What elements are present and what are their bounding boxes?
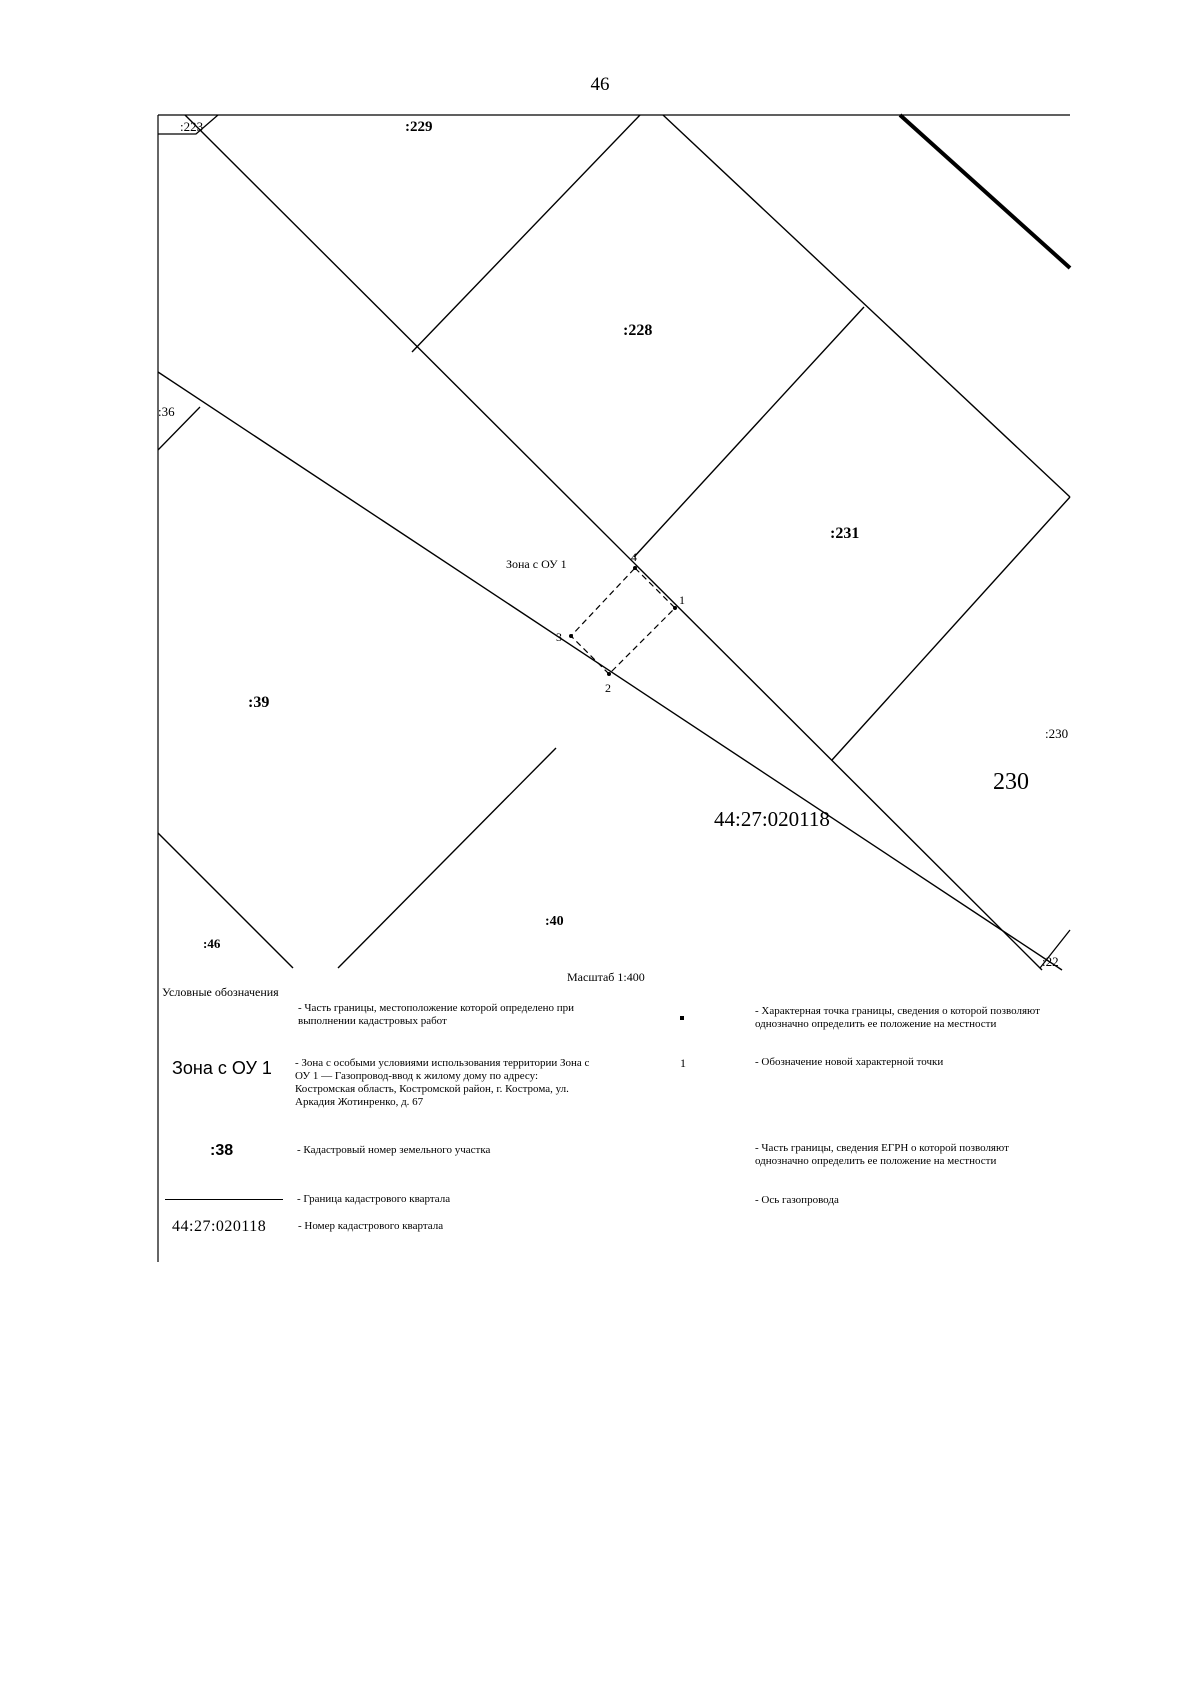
boundary-40-left xyxy=(337,747,557,969)
boundary-228-left xyxy=(411,114,641,353)
point-marker-4 xyxy=(633,566,637,570)
point-marker-1 xyxy=(673,606,677,610)
parcel-label-228: :228 xyxy=(623,322,652,339)
legend-text-boundary-defined: - Часть границы, местоположение которой … xyxy=(298,1002,575,1027)
parcel-label-230-big: 230 xyxy=(993,769,1029,795)
quarter-number-label: 44:27:020118 xyxy=(714,807,830,831)
legend-symbol-new-point: 1 xyxy=(680,1056,686,1070)
zone-ou1-outline xyxy=(570,567,676,675)
legend-symbol-quarter-number: 44:27:020118 xyxy=(172,1218,267,1235)
parcel-label-22: :22 xyxy=(1042,954,1059,969)
page-number: 46 xyxy=(590,74,610,95)
point-label-3: 3 xyxy=(556,630,562,644)
boundary-228-right xyxy=(662,114,1071,498)
parcel-label-223: :223 xyxy=(180,119,203,134)
boundary-22 xyxy=(1039,929,1071,969)
parcel-label-229: :229 xyxy=(405,119,433,135)
point-label-1: 1 xyxy=(679,593,685,607)
characteristic-points xyxy=(569,566,677,676)
thick-boundary xyxy=(898,113,1072,270)
boundary-231-left xyxy=(633,306,865,558)
parcel-223-corner xyxy=(158,114,219,135)
parcel-label-40: :40 xyxy=(545,914,564,929)
legend-title: Условные обозначения xyxy=(162,985,279,999)
point-label-4: 4 xyxy=(631,550,637,564)
legend-text-egrn-boundary: - Часть границы, сведения ЕГРН о которой… xyxy=(755,1142,1009,1167)
legend-text-zone: - Зона с особыми условиями использования… xyxy=(295,1057,590,1108)
parcel-boundaries xyxy=(157,113,1072,971)
legend-text-gas-axis: - Ось газопровода xyxy=(755,1194,839,1206)
road-lower-edge xyxy=(157,371,1063,971)
parcel-label-39: :39 xyxy=(248,694,269,711)
legend-text-parcel-number: - Кадастровый номер земельного участка xyxy=(297,1144,491,1156)
legend-text-quarter-number: - Номер кадастрового квартала xyxy=(298,1220,444,1232)
legend-symbol-characteristic-point xyxy=(680,1016,684,1020)
point-marker-3 xyxy=(569,634,573,638)
legend-text-new-point: - Обозначение новой характерной точки xyxy=(755,1056,944,1068)
parcel-label-230-edge: :230 xyxy=(1045,726,1068,741)
parcel-label-231: :231 xyxy=(830,525,859,542)
boundary-231-bottom xyxy=(831,496,1071,761)
legend-symbol-quarter-boundary xyxy=(165,1199,283,1200)
legend-text-characteristic-point: - Характерная точка границы, сведения о … xyxy=(755,1005,1040,1030)
point-marker-2 xyxy=(607,672,611,676)
parcel-36-corner xyxy=(157,406,201,451)
road-upper-edge xyxy=(184,114,1043,971)
legend-symbol-zone: Зона с ОУ 1 xyxy=(172,1058,272,1078)
scale-label: Масштаб 1:400 xyxy=(567,970,645,984)
zone-label: Зона с ОУ 1 xyxy=(506,557,567,571)
legend-symbol-parcel-number: :38 xyxy=(210,1142,234,1159)
boundary-46 xyxy=(157,832,294,969)
legend-text-quarter-boundary: - Граница кадастрового квартала xyxy=(297,1193,451,1205)
parcel-label-46: :46 xyxy=(203,936,221,951)
point-label-2: 2 xyxy=(605,681,611,695)
parcel-label-36: :36 xyxy=(158,404,175,419)
